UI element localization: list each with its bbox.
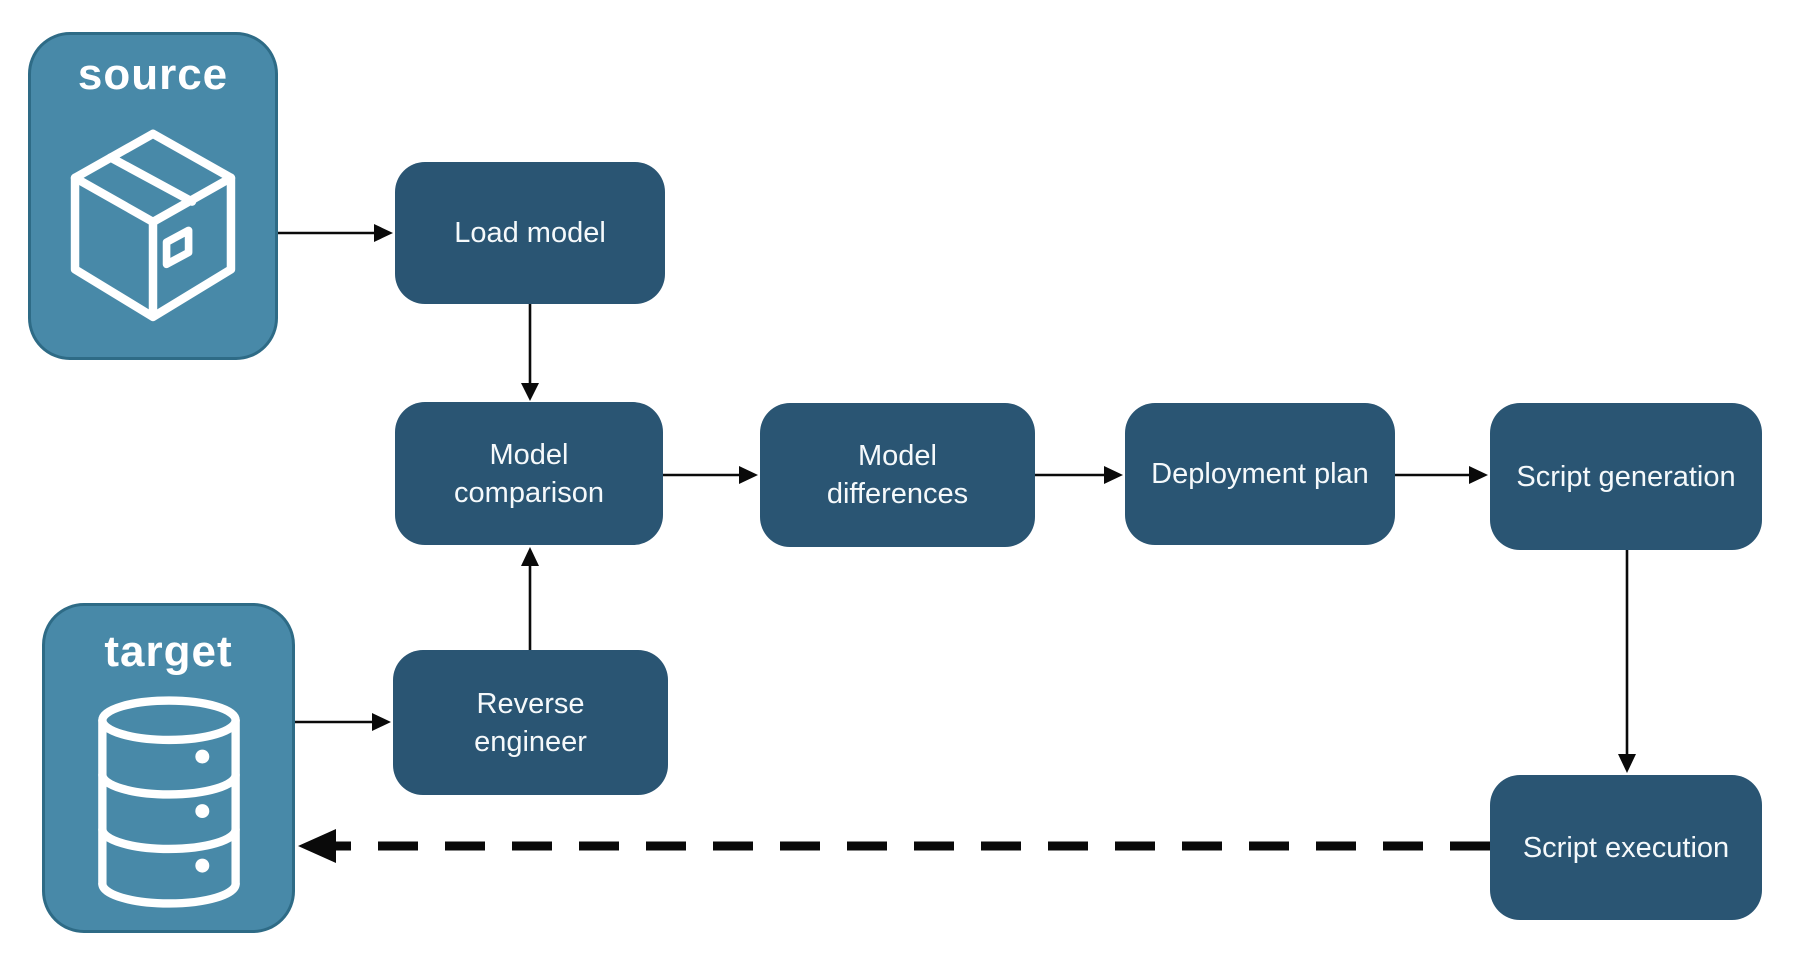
model-comparison-label: Model comparison — [454, 438, 604, 509]
edge-deployment-plan-to-script-generation — [1395, 466, 1488, 484]
arrowhead — [739, 466, 758, 484]
script-generation-label: Script generation — [1516, 460, 1736, 493]
node-source: source — [28, 32, 278, 360]
deployment-plan-label: Deployment plan — [1151, 458, 1369, 490]
load-model-label: Load model — [454, 217, 606, 249]
script-execution-label: Script execution — [1522, 831, 1730, 864]
arrowhead — [521, 383, 539, 401]
arrowhead — [298, 829, 336, 863]
node-script-generation: Script generation — [1490, 403, 1762, 550]
database-icon — [97, 696, 240, 908]
arrowhead — [1469, 466, 1488, 484]
arrowhead — [374, 224, 393, 242]
source-label: source — [77, 50, 229, 99]
arrowhead — [372, 713, 391, 731]
arrowhead — [521, 547, 539, 566]
node-model-differences: Model differences — [760, 403, 1035, 547]
edge-load-model-to-model-comparison — [521, 304, 539, 401]
edge-model-differences-to-deployment-plan — [1035, 466, 1123, 484]
edge-reverse-engineer-to-model-comparison — [521, 547, 539, 650]
edge-script-execution-to-target — [298, 829, 1490, 863]
node-model-comparison: Model comparison — [395, 402, 663, 545]
arrowhead — [1104, 466, 1123, 484]
model-differences-label: Model differences — [826, 440, 969, 510]
node-script-execution: Script execution — [1490, 775, 1762, 920]
node-target: target — [42, 603, 295, 933]
package-icon — [70, 129, 236, 322]
node-deployment-plan: Deployment plan — [1125, 403, 1395, 545]
edge-script-generation-to-script-execution — [1618, 550, 1636, 773]
edge-target-to-reverse-engineer — [295, 713, 391, 731]
target-label: target — [104, 627, 233, 676]
node-load-model: Load model — [395, 162, 665, 304]
reverse-engineer-label: Reverse engineer — [474, 687, 587, 758]
edge-source-to-load-model — [278, 224, 393, 242]
edge-model-comparison-to-model-differences — [663, 466, 758, 484]
arrowhead — [1618, 754, 1636, 773]
node-reverse-engineer: Reverse engineer — [393, 650, 668, 795]
